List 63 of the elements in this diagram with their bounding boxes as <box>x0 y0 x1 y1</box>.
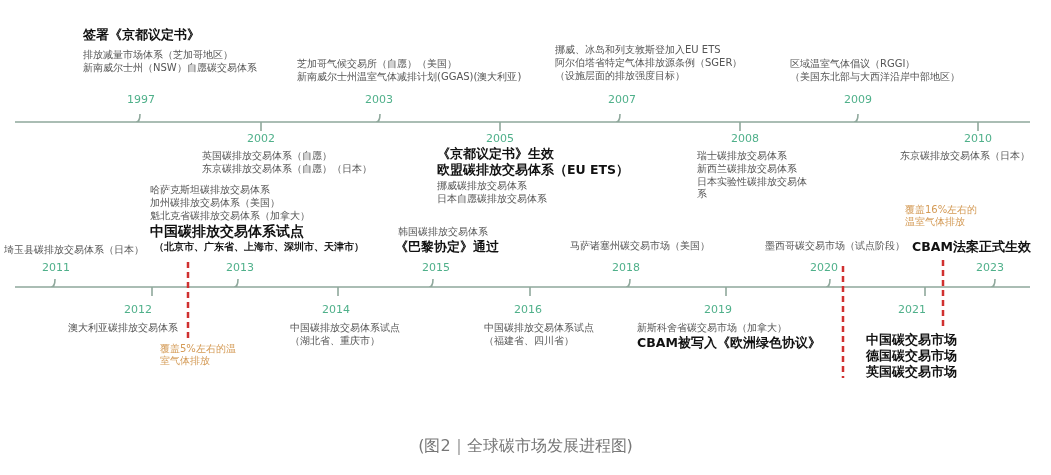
milestone-text: 欧盟碳排放交易体系（EU ETS） <box>437 163 630 178</box>
milestone-text: 签署《京都议定书》 <box>83 28 200 43</box>
year-label: 2020 <box>810 262 838 275</box>
event-text: 中国碳排放交易体系试点 <box>290 322 400 334</box>
event-text: 埼玉县碳排放交易体系（日本） <box>4 244 144 256</box>
year-label: 2021 <box>898 304 926 317</box>
year-label: 2016 <box>514 304 542 317</box>
event-text: 韩国碳排放交易体系 <box>398 226 488 238</box>
event-text: 哈萨克斯坦碳排放交易体系 <box>150 184 270 196</box>
event-text: 英国碳排放交易体系（自愿） <box>202 150 332 162</box>
milestone-text: 中国碳交易市场 <box>866 333 957 348</box>
year-label: 2019 <box>704 304 732 317</box>
event-text: 芝加哥气候交易所（自愿）（美国） <box>297 58 457 70</box>
event-text: 东京碳排放交易体系（自愿）（日本） <box>202 163 372 175</box>
event-text: 东京碳排放交易体系（日本） <box>900 150 1030 162</box>
caption: (图2｜全球碳市场发展进程图) <box>418 436 633 455</box>
note-text: 覆盖16%左右的温室气体排放 <box>905 204 979 227</box>
year-label: 2011 <box>42 262 70 275</box>
event-text: （福建省、四川省） <box>484 335 574 347</box>
event-text: 排放减量市场体系（芝加哥地区） <box>83 49 233 61</box>
year-label: 2005 <box>486 133 514 146</box>
year-label: 2018 <box>612 262 640 275</box>
year-label: 2013 <box>226 262 254 275</box>
year-label: 2023 <box>976 262 1004 275</box>
event-text: （设施层面的排放强度目标） <box>555 70 685 82</box>
milestone-text: CBAM法案正式生效 <box>912 240 1031 255</box>
year-label: 2012 <box>124 304 152 317</box>
event-text: 中国碳排放交易体系试点 <box>484 322 594 334</box>
milestone-text: 英国碳交易市场 <box>866 365 957 380</box>
event-text: 澳大利亚碳排放交易体系 <box>68 322 178 334</box>
event-text: （美国东北部与大西洋沿岸中部地区） <box>790 71 960 83</box>
event-text: 日本自愿碳排放交易体系 <box>437 193 547 205</box>
year-label: 1997 <box>127 94 155 107</box>
year-label: 2003 <box>365 94 393 107</box>
year-label: 2010 <box>964 133 992 146</box>
milestone-text: 德国碳交易市场 <box>866 349 957 364</box>
event-text: 挪威、冰岛和列支敦斯登加入EU ETS <box>555 44 721 56</box>
milestone-text: 中国碳排放交易体系试点 <box>150 223 304 240</box>
milestone-text: 《巴黎协定》通过 <box>395 240 499 255</box>
event-text: 瑞士碳排放交易体系 <box>697 150 787 162</box>
year-label: 2015 <box>422 262 450 275</box>
event-text: 日本实验性碳排放交易体系 <box>697 176 808 199</box>
event-text: 新南威尔士州温室气体减排计划(GGAS)(澳大利亚) <box>297 71 522 83</box>
event-text: 区域温室气体倡议（RGGI） <box>790 58 916 70</box>
milestone-text: （北京市、广东省、上海市、深圳市、天津市） <box>154 242 364 253</box>
note-text: 覆盖5%左右的温室气体排放 <box>160 343 237 366</box>
year-label: 2007 <box>608 94 636 107</box>
event-text: （湖北省、重庆市） <box>290 335 380 347</box>
year-label: 2014 <box>322 304 350 317</box>
event-text: 魁北克省碳排放交易体系（加拿大） <box>150 210 310 222</box>
event-text: 新西兰碳排放交易体系 <box>697 163 797 175</box>
event-text: 加州碳排放交易体系（美国） <box>150 197 280 209</box>
event-text: 马萨诸塞州碳交易市场（美国） <box>570 240 710 252</box>
event-text: 新斯科舍省碳交易市场（加拿大） <box>637 322 787 334</box>
milestone-text: 《京都议定书》生效 <box>437 147 554 162</box>
event-text: 挪威碳排放交易体系 <box>437 180 527 192</box>
event-text: 新南威尔士州（NSW）自愿碳交易体系 <box>83 62 257 74</box>
year-label: 2002 <box>247 133 275 146</box>
year-label: 2008 <box>731 133 759 146</box>
event-text: 墨西哥碳交易市场（试点阶段） <box>765 240 905 252</box>
event-text: 阿尔伯塔省特定气体排放源条例（SGER） <box>555 57 743 69</box>
year-label: 2009 <box>844 94 872 107</box>
milestone-text: CBAM被写入《欧洲绿色协议》 <box>637 336 821 351</box>
